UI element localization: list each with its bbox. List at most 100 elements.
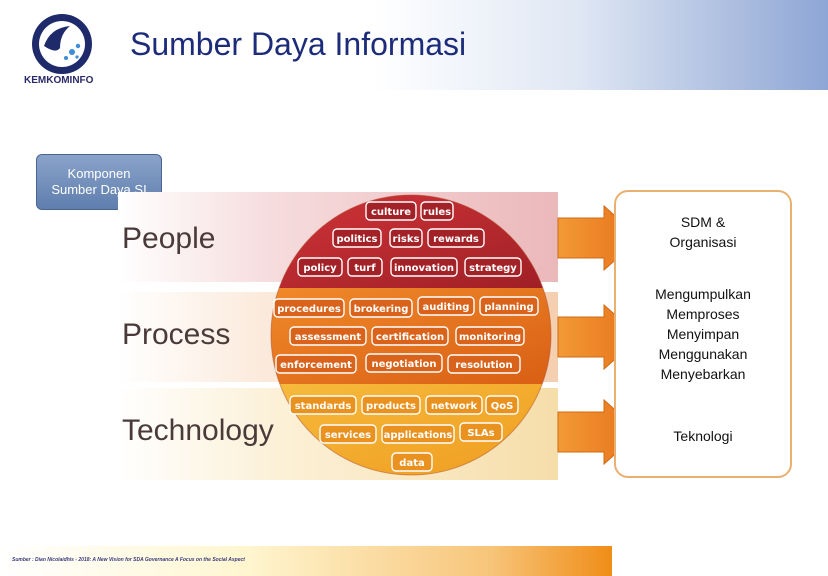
- tag-label: negotiation: [371, 359, 436, 370]
- tag-technology: data: [391, 452, 433, 472]
- tag-label: network: [431, 401, 478, 412]
- tag-pill: [371, 326, 449, 346]
- tag-label: enforcement: [280, 360, 352, 371]
- page-title: Sumber Daya Informasi: [130, 26, 467, 62]
- tag-pill: [485, 395, 519, 415]
- tag-process: auditing: [417, 296, 475, 316]
- tag-pill: [289, 395, 357, 415]
- tag-people: innovation: [390, 257, 458, 277]
- process-line2: Memproses: [666, 306, 740, 322]
- tag-pill: [275, 354, 357, 374]
- right-text-people: SDM & Organisasi: [614, 212, 792, 252]
- tag-process: monitoring: [455, 326, 525, 346]
- people-line2: Organisasi: [669, 234, 737, 250]
- tag-pill: [289, 326, 367, 346]
- tag-label: SLAs: [467, 428, 494, 439]
- tag-label: QoS: [491, 401, 514, 412]
- tag-process: procedures: [273, 298, 345, 318]
- tag-pill: [332, 228, 382, 248]
- tag-pill: [447, 354, 521, 374]
- tag-label: planning: [484, 302, 533, 313]
- process-line3: Menyimpan: [666, 326, 740, 342]
- tag-label: innovation: [394, 263, 454, 274]
- tag-pill: [479, 296, 539, 316]
- tag-pill: [425, 395, 483, 415]
- tag-pill: [349, 298, 413, 318]
- tag-label: politics: [337, 234, 378, 245]
- tag-label: standards: [295, 401, 352, 412]
- tag-label: rewards: [433, 234, 479, 245]
- right-panel: [614, 190, 792, 478]
- process-line1: Mengumpulkan: [655, 286, 751, 302]
- tag-label: strategy: [469, 263, 517, 274]
- category-process: Process: [122, 318, 231, 351]
- tag-process: resolution: [447, 354, 521, 374]
- tag-process: negotiation: [365, 353, 443, 373]
- tag-people: policy: [297, 257, 343, 277]
- header-band: [0, 0, 828, 90]
- category-people: People: [122, 222, 216, 255]
- tag-pill: [390, 257, 458, 277]
- tag-people: rewards: [427, 228, 485, 248]
- tag-pill: [389, 228, 423, 248]
- tag-label: services: [325, 430, 371, 441]
- process-line5: Menyebarkan: [660, 366, 746, 382]
- tag-process: assessment: [289, 326, 367, 346]
- tag-people: culture: [365, 201, 417, 221]
- category-technology: Technology: [122, 414, 274, 447]
- technology-line1: Teknologi: [673, 428, 733, 444]
- tag-process: planning: [479, 296, 539, 316]
- tag-technology: SLAs: [459, 422, 503, 442]
- tag-pill: [420, 201, 454, 221]
- kemkominfo-logo-icon: [32, 14, 92, 74]
- tag-people: turf: [347, 257, 383, 277]
- footer-source: Sumber : Dian Nicolaidhis - 2018: A New …: [12, 557, 245, 563]
- right-text-process: Mengumpulkan Memproses Menyimpan Menggun…: [614, 284, 792, 384]
- tag-pill: [459, 422, 503, 442]
- tag-pill: [417, 296, 475, 316]
- tag-pill: [297, 257, 343, 277]
- tag-label: culture: [371, 207, 411, 218]
- tag-pill: [273, 298, 345, 318]
- komponen-line1: Komponen: [67, 166, 131, 181]
- logo-text: KEMKOMINFO: [24, 75, 94, 86]
- tag-pill: [361, 395, 421, 415]
- tag-process: enforcement: [275, 354, 357, 374]
- tag-pill: [365, 201, 417, 221]
- tag-label: applications: [384, 430, 453, 441]
- tag-people: risks: [389, 228, 423, 248]
- tag-pill: [347, 257, 383, 277]
- tag-pill: [464, 257, 522, 277]
- tag-label: auditing: [423, 302, 470, 313]
- tag-label: turf: [354, 263, 376, 274]
- tag-people: politics: [332, 228, 382, 248]
- tag-technology: standards: [289, 395, 357, 415]
- tag-label: risks: [393, 234, 420, 245]
- tag-technology: products: [361, 395, 421, 415]
- tag-label: policy: [303, 263, 337, 274]
- tag-process: brokering: [349, 298, 413, 318]
- tag-process: certification: [371, 326, 449, 346]
- tag-label: certification: [376, 332, 444, 343]
- process-line4: Menggunakan: [658, 346, 748, 362]
- tag-label: procedures: [277, 304, 341, 315]
- tag-pill: [319, 424, 377, 444]
- tag-technology: services: [319, 424, 377, 444]
- tag-technology: applications: [381, 424, 455, 444]
- tag-label: assessment: [295, 332, 362, 343]
- tag-pill: [365, 353, 443, 373]
- tag-label: brokering: [354, 304, 409, 315]
- tag-people: strategy: [464, 257, 522, 277]
- tag-technology: QoS: [485, 395, 519, 415]
- tag-label: resolution: [455, 360, 512, 371]
- right-text-technology: Teknologi: [614, 426, 792, 446]
- tag-pill: [391, 452, 433, 472]
- tag-label: rules: [423, 207, 451, 218]
- tag-label: products: [366, 401, 416, 412]
- tag-label: data: [399, 458, 424, 469]
- footer-bar: [0, 546, 612, 576]
- tag-people: rules: [420, 201, 454, 221]
- tag-pill: [427, 228, 485, 248]
- tag-technology: network: [425, 395, 483, 415]
